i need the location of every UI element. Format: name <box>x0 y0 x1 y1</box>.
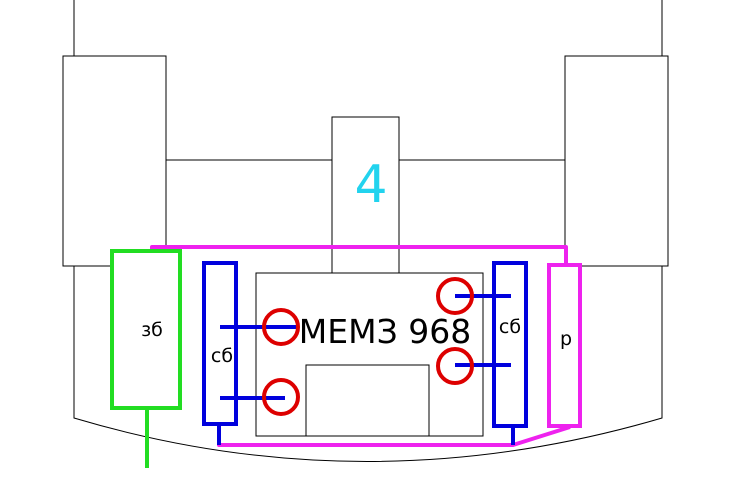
coil-right <box>492 261 528 428</box>
cylinder-number: 4 <box>354 155 387 215</box>
battery-left <box>110 249 182 410</box>
terminal-3 <box>436 277 474 315</box>
coil-left-label: сб <box>211 345 233 367</box>
body-outline <box>73 0 663 462</box>
right-fender-block <box>564 55 669 267</box>
battery-left-label: зб <box>141 319 163 341</box>
regulator-right <box>547 263 582 428</box>
terminal-2 <box>262 378 300 416</box>
terminal-4 <box>436 347 474 385</box>
engine-sump <box>305 364 430 437</box>
coil-right-label: сб <box>499 316 521 338</box>
coil-left-leads <box>217 325 298 445</box>
coil-right-leads <box>455 294 515 445</box>
terminal-1 <box>262 308 300 346</box>
regulator-label: р <box>560 328 572 350</box>
spark-plug-terminals <box>262 277 474 416</box>
engine-label: МЕМЗ 968 <box>299 312 471 351</box>
left-fender-block <box>62 55 167 267</box>
